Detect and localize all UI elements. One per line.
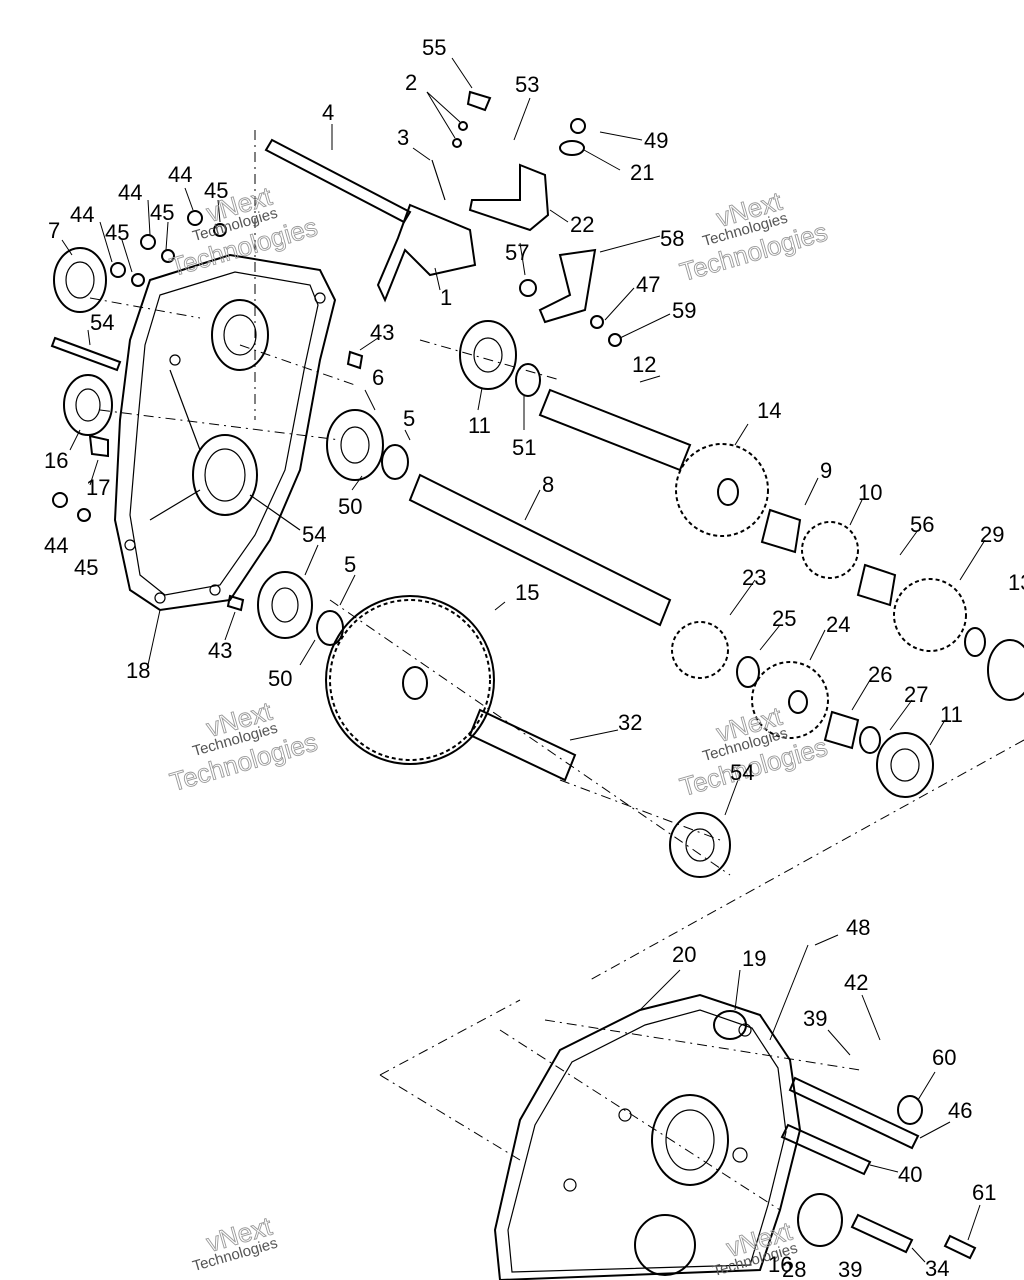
part-label: 46 [948,1098,972,1123]
part-label: 5 [403,406,415,431]
part-label: 1 [440,285,452,310]
part-label: 8 [542,472,554,497]
part-label: 39 [838,1257,862,1280]
part-label: 17 [86,475,110,500]
part-label: 50 [268,666,292,691]
part-label: 3 [397,125,409,150]
part-label: 39 [803,1006,827,1031]
part-label: 60 [932,1045,956,1070]
left-fasteners [50,210,364,612]
part-label: 53 [515,72,539,97]
part-label: 50 [338,494,362,519]
part-label: 57 [505,240,529,265]
part-label: 44 [70,202,94,227]
part-label: 42 [844,970,868,995]
part-label: 54 [730,760,754,785]
part-label: 23 [742,565,766,590]
part-label: 32 [618,710,642,735]
part-label: 29 [980,522,1004,547]
part-label: 18 [126,658,150,683]
part-label: 4 [322,100,334,125]
part-label: 24 [826,612,850,637]
part-labels: 55 2 53 4 3 49 21 22 58 57 47 1 59 43 12… [44,35,1024,1280]
part-label: 47 [636,272,660,297]
part-label: 48 [846,915,870,940]
part-label: 54 [302,522,326,547]
part-label: 26 [868,662,892,687]
bearings-and-seals [53,247,1024,1247]
assembly-lines [89,130,1024,1211]
part-label: 21 [630,160,654,185]
part-label: 11 [468,413,491,438]
part-label: 16 [768,1252,792,1277]
part-label: 22 [570,212,594,237]
part-label: 61 [972,1180,996,1205]
part-label: 25 [772,606,796,631]
part-label: 15 [515,580,539,605]
part-label: 34 [925,1256,949,1280]
part-label: 44 [44,533,68,558]
part-label: 9 [820,458,832,483]
part-label: 2 [405,70,417,95]
part-label: 59 [672,298,696,323]
part-label: 54 [90,310,114,335]
right-crankcase [493,993,802,1280]
part-label: 13 [1008,570,1024,595]
left-crankcase-cover [113,253,337,612]
part-label: 20 [672,942,696,967]
part-label: 10 [858,480,882,505]
part-label: 45 [105,220,129,245]
part-label: 16 [44,448,68,473]
part-label: 45 [150,200,174,225]
part-label: 14 [757,398,781,423]
part-label: 45 [74,555,98,580]
part-label: 51 [512,435,536,460]
part-label: 43 [208,638,232,663]
part-label: 19 [742,946,766,971]
part-label: 6 [372,365,384,390]
part-label: 27 [904,682,928,707]
part-label: 11 [940,702,963,727]
part-label: 43 [370,320,394,345]
gears [325,443,967,765]
part-label: 5 [344,552,356,577]
part-label: 55 [422,35,446,60]
part-label: 44 [118,180,142,205]
part-label: 58 [660,226,684,251]
shafts [264,138,977,1260]
shift-fork-assembly [376,90,622,347]
part-label: 44 [168,162,192,187]
part-label: 40 [898,1162,922,1187]
part-label: 56 [910,512,934,537]
part-label: 12 [632,352,656,377]
part-label: 49 [644,128,668,153]
leader-lines [61,57,986,1263]
part-label: 45 [204,178,228,203]
part-label: 28 [782,1257,806,1280]
part-label: 7 [48,218,60,243]
